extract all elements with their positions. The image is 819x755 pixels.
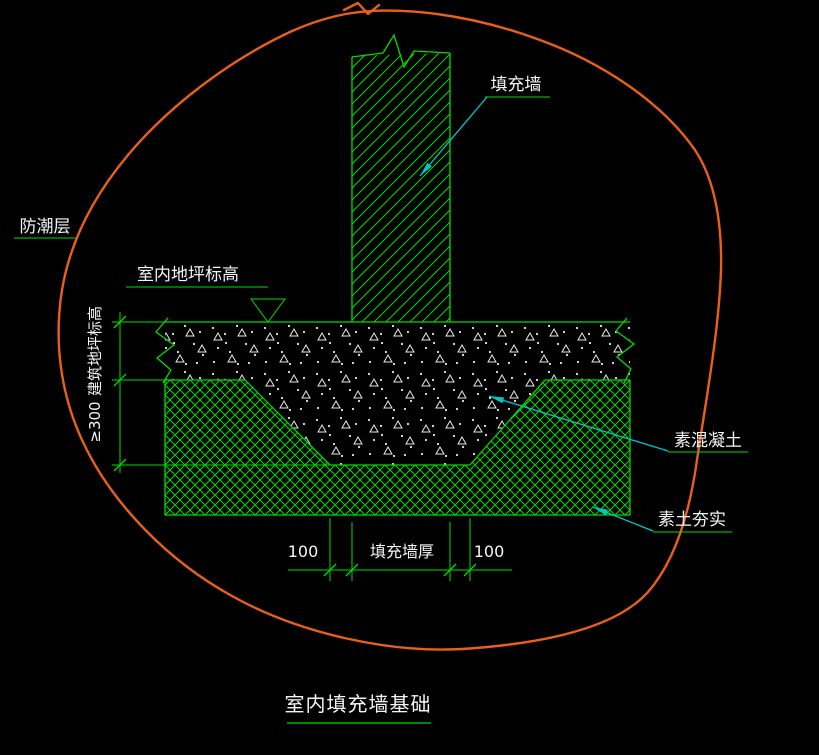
indoor-floor-level-text: 室内地坪标高: [137, 265, 239, 285]
footing-break-left: [155, 317, 176, 384]
plain-concrete-text: 素混凝土: [674, 431, 742, 451]
dim-left-offset-text: 100: [288, 542, 319, 561]
dim-right-offset-text: 100: [474, 542, 505, 561]
fill-wall-callout: 填充墙: [419, 75, 550, 177]
level-mark-triangle-icon: [250, 298, 286, 323]
fill-wall-text: 填充墙: [491, 75, 542, 95]
earth-outline: [164, 380, 631, 516]
concrete-fill: [165, 322, 630, 465]
dim-left-extension-lines: [112, 321, 332, 466]
wall-top-break-line: [351, 33, 451, 69]
damp-proof-callout: 防潮层: [14, 217, 76, 239]
revision-cloud-start-squiggle: [342, 1, 381, 16]
wall-edges: [351, 53, 451, 322]
dim-bottom-ticks: [323, 563, 477, 577]
drawing-title-block: 室内填充墙基础: [285, 692, 432, 724]
dimension-bottom: 100 填充墙厚 100: [288, 518, 512, 581]
wall-section: [351, 33, 451, 322]
wall-hatch: [352, 53, 450, 322]
dim-min-depth-text: ≥300: [86, 401, 104, 442]
rammed-soil-callout: 素土夯实: [592, 506, 732, 533]
plain-concrete-callout: 素混凝土: [488, 395, 748, 453]
rammed-soil-leader-arrow-icon: [592, 506, 654, 532]
earth-hatch-fill: [165, 380, 630, 515]
dim-building-floor-level-text: 建筑地坪标高: [86, 306, 104, 396]
revision-cloud-outline: [57, 9, 723, 651]
dimension-left: 建筑地坪标高 ≥300: [86, 306, 332, 473]
dim-left-ticks: [113, 315, 127, 472]
indoor-floor-level-callout: 室内地坪标高: [126, 265, 286, 323]
dim-wall-thickness-text: 填充墙厚: [370, 542, 434, 561]
rammed-soil-text: 素土夯实: [658, 510, 726, 530]
damp-proof-text: 防潮层: [20, 217, 71, 237]
dim-bottom-extension-lines: [329, 518, 471, 581]
drawing-title: 室内填充墙基础: [285, 692, 432, 716]
revision-cloud: [57, 1, 723, 651]
rammed-earth: [164, 380, 631, 516]
footing-break-right: [615, 317, 636, 384]
plain-concrete-leader-arrow-icon: [488, 395, 669, 452]
fill-wall-leader-arrow-icon: [419, 96, 488, 177]
